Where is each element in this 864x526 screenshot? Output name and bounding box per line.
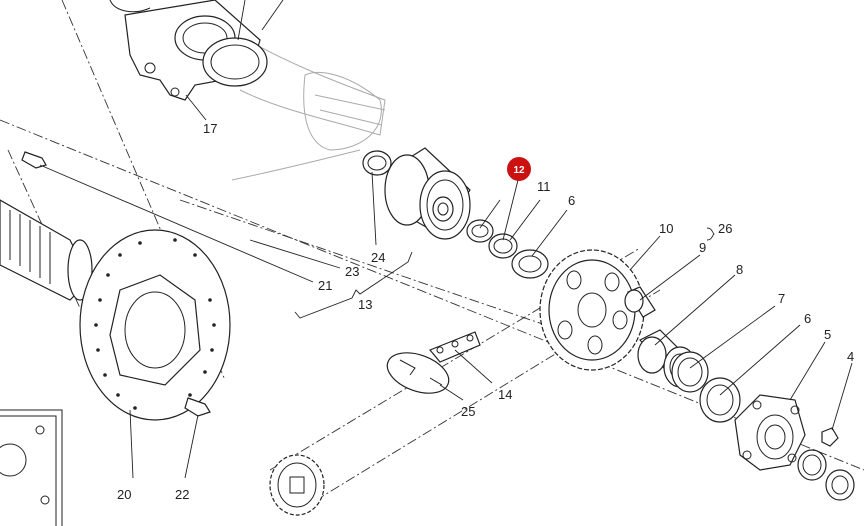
- engine-case-corner: [0, 409, 63, 526]
- highlight-badge-12[interactable]: 12: [507, 157, 531, 181]
- callout-6-upper[interactable]: 6: [568, 193, 575, 208]
- callout-22[interactable]: 22: [175, 487, 189, 502]
- part-22-bolt: [184, 397, 211, 417]
- callout-24[interactable]: 24: [371, 250, 385, 265]
- callout-23[interactable]: 23: [345, 264, 359, 279]
- highlight-badge-label: 12: [513, 165, 525, 176]
- part-7-bearing: [671, 351, 709, 393]
- callout-5[interactable]: 5: [824, 327, 831, 342]
- part-14-chain-links: [429, 331, 481, 363]
- callout-8[interactable]: 8: [736, 262, 743, 277]
- callout-17[interactable]: 17: [203, 121, 217, 136]
- swingarm-ghost-outline: [229, 29, 386, 181]
- part-20-brake-disc: [79, 229, 231, 421]
- callout-9[interactable]: 9: [699, 240, 706, 255]
- part-12-circlip: [488, 233, 518, 259]
- part-5-hub-flange: [734, 394, 806, 471]
- callout-6-lower[interactable]: 6: [804, 311, 811, 326]
- callout-4[interactable]: 4: [847, 349, 854, 364]
- highlight-badge-circle: [507, 157, 531, 181]
- part-13-eccentric-hub: [384, 147, 471, 240]
- callout-11[interactable]: 11: [537, 179, 551, 194]
- callout-25[interactable]: 25: [461, 404, 475, 419]
- callout-21[interactable]: 21: [318, 278, 332, 293]
- part-6-washer-lower: [699, 377, 741, 423]
- callout-labels: 17 24 23 21 13 11 6 10 26 9 8 7 6 5 4 14…: [117, 121, 854, 502]
- part-21-rear-axle-shaft: [0, 199, 93, 301]
- part-10-rear-sprocket: [539, 249, 645, 371]
- callout-14[interactable]: 14: [498, 387, 512, 402]
- callout-20[interactable]: 20: [117, 487, 131, 502]
- part-6-washer-upper: [511, 249, 549, 279]
- lower-washer: [797, 449, 827, 481]
- callout-26[interactable]: 26: [718, 221, 732, 236]
- part-4-nut: [821, 427, 839, 447]
- part-24-oring: [362, 150, 392, 176]
- top-left-bolt: [21, 151, 47, 169]
- part-11-spacer: [466, 219, 494, 243]
- callout-10[interactable]: 10: [659, 221, 673, 236]
- part-9-stud: [624, 286, 656, 318]
- lower-clip: [825, 469, 855, 501]
- assembly-brackets: [294, 227, 715, 319]
- callout-13[interactable]: 13: [358, 297, 372, 312]
- part-17-bracket: [109, 0, 268, 101]
- part-25-master-link: [386, 352, 450, 394]
- leader-lines: [39, 0, 853, 479]
- callout-7[interactable]: 7: [778, 291, 785, 306]
- front-sprocket: [269, 454, 325, 516]
